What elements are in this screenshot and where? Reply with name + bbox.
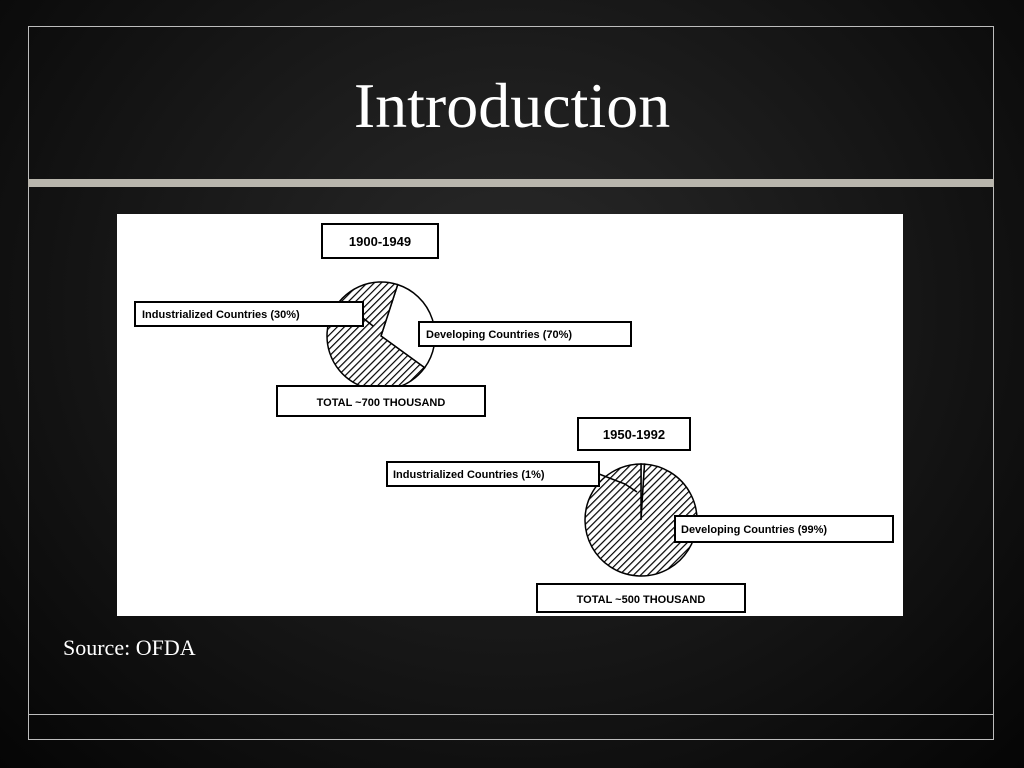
period-box-1900-1949	[321, 223, 439, 259]
slide-frame	[28, 26, 994, 740]
label-box-developing-1950-1992	[674, 515, 894, 543]
label-box-industrialized-1900-1949	[134, 301, 364, 327]
total-label-1900-1949: TOTAL ~700 THOUSAND	[317, 397, 446, 409]
period-box-1950-1992	[577, 417, 691, 451]
leader-line-industrialized-1900-1949	[362, 317, 374, 327]
slide-title: Introduction	[353, 70, 671, 141]
label-industrialized-1950-1992: Industrialized Countries (1%)	[393, 469, 545, 481]
label-developing-1950-1992: Developing Countries (99%)	[681, 524, 827, 536]
pie-chart-1950-1992: 1950-1992 Industrialized Countries (1%) …	[386, 417, 894, 613]
pie-chart-figure: 1900-1949 Industrialized Countries (30%)…	[117, 214, 903, 616]
title-divider	[28, 179, 994, 187]
pie-charts-svg: 1900-1949 Industrialized Countries (30%)…	[134, 223, 894, 613]
source-caption: Source: OFDA	[63, 635, 196, 660]
label-developing-1900-1949: Developing Countries (70%)	[426, 329, 572, 341]
total-box-1900-1949	[276, 385, 486, 417]
pie-slices-1950-1992	[584, 463, 698, 577]
period-label-1950-1992: 1950-1992	[603, 427, 665, 442]
footer-divider	[28, 714, 994, 715]
total-box-1950-1992	[536, 583, 746, 613]
leader-line-industrialized-1950-1992	[598, 473, 638, 493]
period-label-1900-1949: 1900-1949	[349, 234, 411, 249]
total-label-1950-1992: TOTAL ~500 THOUSAND	[577, 594, 706, 606]
label-industrialized-1900-1949: Industrialized Countries (30%)	[142, 309, 300, 321]
pie-chart-1900-1949: 1900-1949 Industrialized Countries (30%)…	[134, 223, 632, 417]
label-box-industrialized-1950-1992	[386, 461, 600, 487]
label-box-developing-1900-1949	[418, 321, 632, 347]
